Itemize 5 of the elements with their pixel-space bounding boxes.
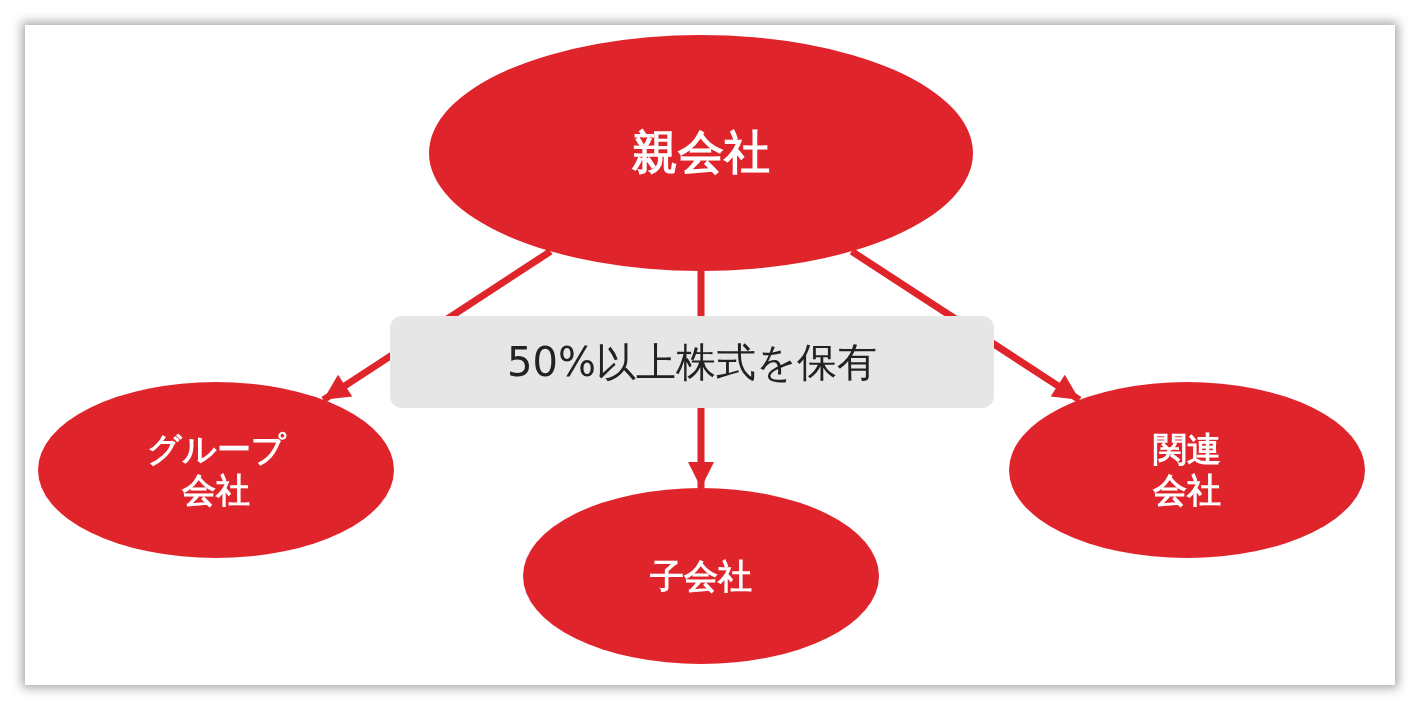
node-label: 親会社 [632,125,770,181]
node-label: グループ会社 [145,429,288,511]
node-label: 関連会社 [1152,429,1222,511]
node-label: 子会社 [650,555,752,597]
note-label: 50%以上株式を保有 [390,316,994,408]
